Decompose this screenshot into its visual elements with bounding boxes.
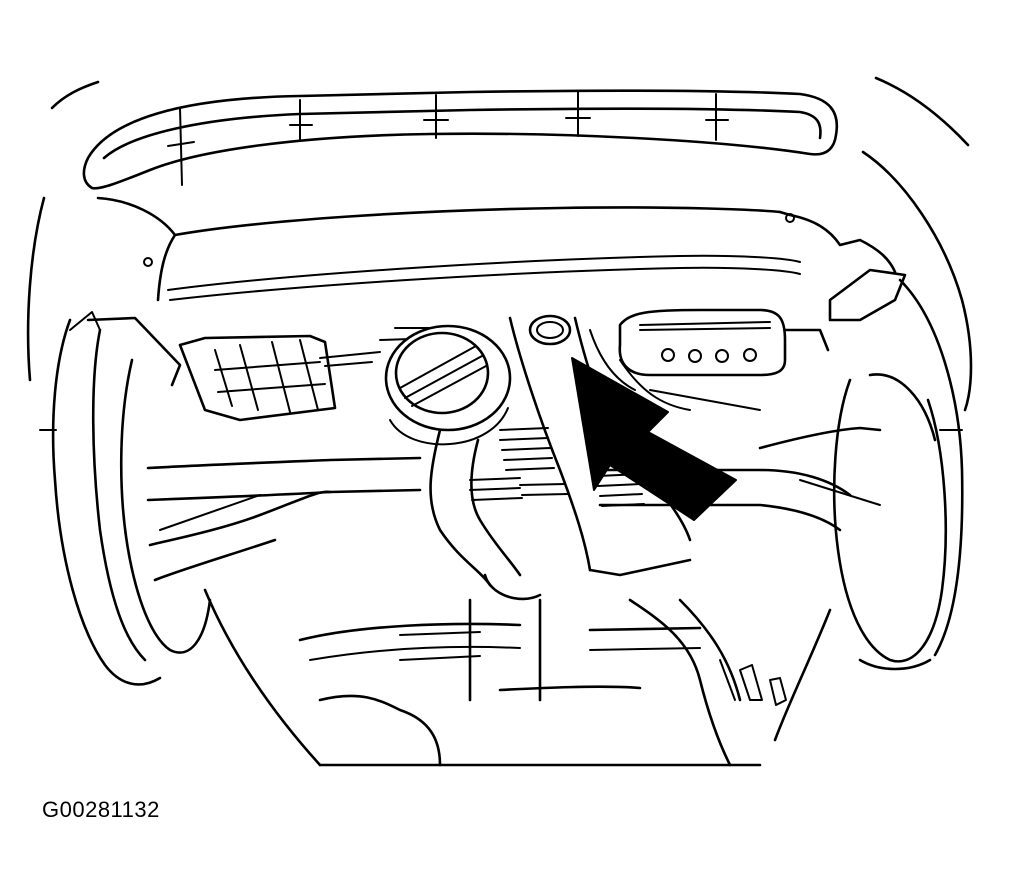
front-splash-panel	[96, 196, 897, 302]
front-bumper	[82, 89, 839, 190]
figure-code-label: G00281132	[42, 797, 160, 822]
left-tire	[39, 311, 212, 686]
left-fender-arc	[26, 80, 100, 382]
arrow-icon	[571, 357, 737, 521]
vent-slats-left	[469, 427, 569, 501]
oil-filter	[384, 324, 512, 446]
front-subframe	[146, 426, 882, 582]
right-tire	[828, 268, 964, 671]
lower-underbody	[203, 588, 832, 767]
vent-slats-right	[597, 473, 645, 507]
right-fender-arc	[861, 76, 973, 412]
right-bracket-module	[618, 308, 830, 377]
drain-hose	[429, 428, 542, 702]
drain-plug	[528, 314, 572, 346]
